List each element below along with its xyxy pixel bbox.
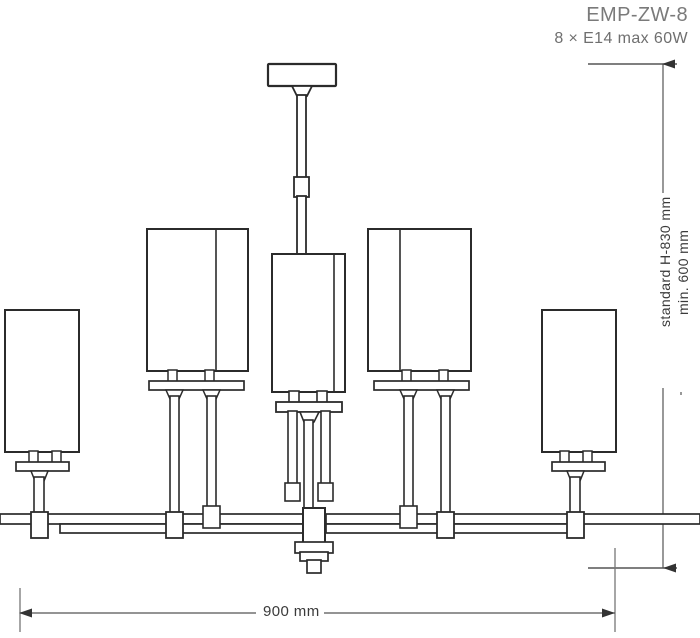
arm-connector-inner-right-rear [399,505,418,529]
shade-group-far-right [541,309,617,539]
shade-group-far-left [4,309,80,539]
drop-rod-center-right [320,410,331,485]
drop-rod-center-left [287,410,298,485]
dimension-height-standard-label: standard H-830 mm [655,193,675,330]
shade-group-inner-left [146,228,249,539]
arm-bar-rear-right [325,513,700,525]
drop-rod-center-middle [303,419,314,511]
central-hub [294,507,334,574]
ceiling-mount-assembly [266,62,338,259]
dimension-height-min-label: min. 600 mm [673,226,693,318]
support-plate-center [275,401,343,413]
drop-rod-inner-right-a [403,395,414,517]
arm-bar-assembly [0,513,700,534]
drop-rod-far-right [569,476,581,518]
suspension-rod-upper [296,94,307,182]
model-code-label: EMP-ZW-8 [586,4,688,26]
lamp-shade-inner-right-pair [367,228,472,372]
arm-connector-far-left [30,511,49,539]
rod-sleeve-center-right [317,482,334,502]
support-plate-far-left [15,461,70,472]
drop-rod-inner-left-a [169,395,180,517]
rod-sleeve-center-left [284,482,301,502]
drop-rod-inner-left-b [206,395,217,517]
drop-rod-inner-right-b [440,395,451,517]
lamp-shade-center-rear [271,253,346,393]
arm-connector-inner-left-front [165,511,184,539]
finial-cap [306,559,322,574]
arm-connector-inner-right-front [436,511,455,539]
lamp-shade-inner-left-pair [146,228,249,372]
rod-joint-sleeve [293,176,310,198]
lamp-shade-far-right [541,309,617,453]
hub-body [302,507,326,544]
drop-rod-far-left [33,476,45,518]
support-plate-inner-right [373,380,470,391]
support-plate-far-right [551,461,606,472]
arm-connector-far-right [566,511,585,539]
lamp-specification-label: 8 × E14 max 60W [554,30,688,47]
shade-group-center [271,253,346,511]
support-plate-inner-left [148,380,245,391]
ceiling-canopy-plate [266,62,338,88]
dimension-width-label: 900 mm [259,603,324,620]
shade-group-inner-right [367,228,472,539]
lamp-shade-far-left [4,309,80,453]
arm-connector-inner-left-rear [202,505,221,529]
suspension-rod-lower [296,195,307,259]
